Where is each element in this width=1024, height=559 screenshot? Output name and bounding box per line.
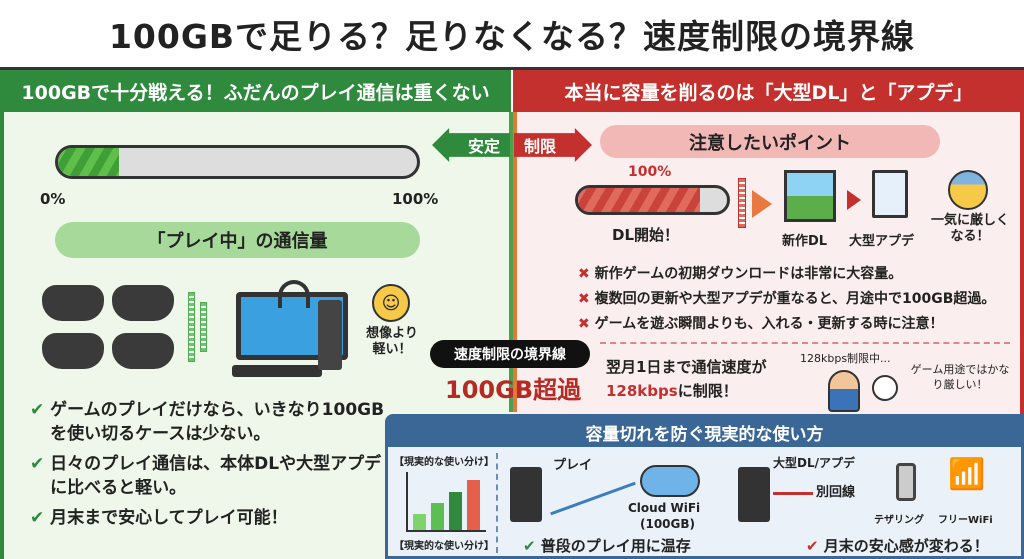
check-text: 日々のプレイ通信は、本体DLや大型アプデに比べると軽い。 xyxy=(50,454,382,498)
speedometer-icon xyxy=(872,375,898,401)
right-header: 本当に容量を削るのは「大型DL」と「アプデ」 xyxy=(513,70,1024,112)
download-fill xyxy=(578,188,701,212)
play-arrow-icon xyxy=(752,190,772,218)
flow-big-update: 大型アプデ xyxy=(849,234,915,249)
divider-orange xyxy=(513,112,517,412)
controller-icon xyxy=(42,285,104,321)
limit-arrow: 制限 xyxy=(514,128,592,162)
dl-percent: 100% xyxy=(628,164,672,180)
cloud-label: Cloud WiFi xyxy=(628,501,701,515)
controller-icon xyxy=(112,333,174,369)
check-item: ✔ 月末まで安心してプレイ可能！ xyxy=(30,506,390,530)
warning-text: 新作ゲームの初期ダウンロードは非常に大容量。 xyxy=(594,266,903,282)
tethering-label: テザリング xyxy=(874,515,924,526)
warning-text: 複数回の更新や大型アプデが重なると、月途中で100GB超過。 xyxy=(594,291,996,307)
game-image-icon xyxy=(784,170,836,222)
x-icon: ✖ xyxy=(578,316,595,332)
warning-item: ✖ ゲームを遊ぶ瞬間よりも、入れる・更新する時に注意！ xyxy=(578,312,995,337)
left-header: 100GBで十分戦える！ふだんのプレイ通信は重くない xyxy=(0,70,511,112)
signal-meter-icon xyxy=(188,292,195,362)
tips-panel: 容量切れを防ぐ現実的な使い方 【現実的な使い分け】 【現実的な使い分け】 プレイ… xyxy=(385,414,1024,559)
warning-item: ✖ 複数回の更新や大型アプデが重なると、月途中で100GB超過。 xyxy=(578,287,995,312)
check-icon: ✔ xyxy=(30,400,51,420)
check-icon: ✔ xyxy=(806,537,824,555)
check-icon: ✔ xyxy=(523,537,541,555)
free-wifi-label: フリーWiFi xyxy=(938,515,993,526)
dashed-divider xyxy=(496,453,498,553)
chart-bar xyxy=(431,503,444,530)
caution-label: 注意したいポイント xyxy=(600,125,940,158)
connection-line xyxy=(550,481,636,516)
sudden-caption: 一気に厳しくなる！ xyxy=(930,213,1009,244)
tips-header: 容量切れを防ぐ現実的な使い方 xyxy=(388,417,1021,447)
left-checklist: ✔ ゲームのプレイだけなら、いきなり100GBを使い切るケースは少ない。 ✔ 日… xyxy=(30,398,390,530)
console-icon xyxy=(738,467,770,522)
dl-label: 大型DL/アプデ xyxy=(773,456,855,470)
play-traffic-label: 「プレイ中」の通信量 xyxy=(55,222,420,258)
controller-icon xyxy=(112,285,174,321)
chart-label-top: 【現実的な使い分け】 xyxy=(394,457,494,468)
divider-green xyxy=(509,112,513,412)
limit-comment: ゲーム用途ではかなり厳しい！ xyxy=(910,363,1010,391)
boundary-label: 速度制限の境界線 xyxy=(430,340,590,368)
bar-min-label: 0% xyxy=(40,190,66,208)
limit-text-2: 128kbpsに制限！ xyxy=(606,380,738,401)
check-text: ゲームのプレイだけなら、いきなり100GBを使い切るケースは少ない。 xyxy=(50,400,385,444)
signal-meter-icon xyxy=(200,302,207,352)
check-icon: ✔ xyxy=(30,508,51,528)
smile-icon: ☺ xyxy=(372,284,410,322)
meter-icon xyxy=(738,178,746,228)
play-usage-fill xyxy=(58,148,120,176)
tip-check-2: ✔ 月末の安心感が変わる！ xyxy=(806,535,989,556)
exceed-label: 100GB超過 xyxy=(445,376,582,404)
other-line-connector xyxy=(773,492,813,495)
worried-face-icon xyxy=(948,170,988,210)
play-arrow-icon xyxy=(847,190,861,210)
dl-start-label: DL開始！ xyxy=(612,226,680,244)
check-icon: ✔ xyxy=(30,454,51,474)
usage-bar-chart xyxy=(406,472,486,532)
x-icon: ✖ xyxy=(578,291,595,307)
dashed-divider xyxy=(600,342,1010,344)
play-usage-bar xyxy=(55,145,420,179)
cloud-icon xyxy=(640,465,700,497)
document-update-icon xyxy=(872,170,908,218)
play-label: プレイ xyxy=(553,458,593,473)
cloud-cap: (100GB) xyxy=(640,517,696,531)
check-text: 月末まで安心してプレイ可能！ xyxy=(50,508,288,528)
check-item: ✔ 日々のプレイ通信は、本体DLや大型アプデに比べると軽い。 xyxy=(30,452,390,500)
check-item: ✔ ゲームのプレイだけなら、いきなり100GBを使い切るケースは少ない。 xyxy=(30,398,390,446)
tip-check-text: 普段のプレイ用に温存 xyxy=(540,537,691,555)
wifi-icon: 📶 xyxy=(948,457,986,492)
limit-speed: 128kbps xyxy=(606,382,678,400)
console-icon xyxy=(510,467,542,522)
chart-label-bottom: 【現実的な使い分け】 xyxy=(394,541,494,552)
limit-text: 翌月1日まで通信速度が xyxy=(606,358,767,376)
sad-user-icon xyxy=(828,370,860,412)
limit-suffix: に制限！ xyxy=(677,382,738,400)
bar-max-label: 100% xyxy=(392,190,439,208)
chart-bar xyxy=(467,480,480,530)
flow-new-dl: 新作DL xyxy=(782,234,828,249)
light-caption: 想像より軽い！ xyxy=(366,326,418,357)
x-icon: ✖ xyxy=(578,266,595,282)
limit-status: 128kbps制限中... xyxy=(800,352,891,365)
controller-icon xyxy=(42,333,104,369)
keyboard-icon xyxy=(232,365,322,377)
headset-icon xyxy=(278,280,310,308)
tip-check-text: 月末の安心感が変わる！ xyxy=(823,537,989,555)
other-line-label: 別回線 xyxy=(816,485,856,500)
stable-arrow: 安定 xyxy=(432,128,510,162)
warning-item: ✖ 新作ゲームの初期ダウンロードは非常に大容量。 xyxy=(578,262,995,287)
warning-list: ✖ 新作ゲームの初期ダウンロードは非常に大容量。 ✖ 複数回の更新や大型アプデが… xyxy=(578,262,995,337)
page-title: 100GBで足りる？足りなくなる？速度制限の境界線 xyxy=(0,0,1024,70)
tip-check-1: ✔ 普段のプレイ用に温存 xyxy=(523,535,691,556)
pc-tower-icon xyxy=(318,300,342,370)
warning-text: ゲームを遊ぶ瞬間よりも、入れる・更新する時に注意！ xyxy=(594,316,944,332)
chart-bar xyxy=(413,514,426,530)
smartphone-icon xyxy=(896,463,916,501)
chart-bar xyxy=(449,492,462,530)
download-bar xyxy=(575,185,730,215)
